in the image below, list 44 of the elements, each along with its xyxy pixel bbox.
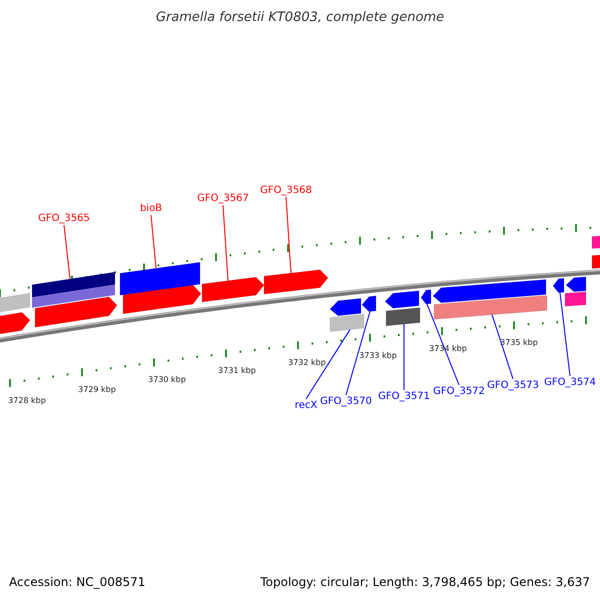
gene-feature xyxy=(120,262,200,296)
leader-line xyxy=(560,292,570,376)
gene-feature xyxy=(264,270,328,294)
gene-feature xyxy=(202,276,264,302)
gene-feature xyxy=(552,278,564,293)
leader-line xyxy=(492,314,514,380)
gene-feature xyxy=(566,276,586,292)
scale-label: 3732 kbp xyxy=(288,358,326,368)
accession-number: Accession: NC_008571 xyxy=(9,574,146,590)
genome-info: Topology: circular; Length: 3,798,465 bp; Genes: 3,637 xyxy=(260,574,590,590)
leader-line xyxy=(64,224,70,280)
title: Gramella forsetii KT0803, complete genome xyxy=(154,10,446,26)
gene-label: bioB xyxy=(136,202,166,215)
gene-label: GFO_3571 xyxy=(377,390,431,403)
gene-label: GFO_3570 xyxy=(319,395,373,408)
gene-feature xyxy=(592,254,600,269)
gene-feature xyxy=(386,307,420,326)
gene-feature xyxy=(0,312,30,336)
scale-label: 3728 kbp xyxy=(8,396,46,406)
gene-label: GFO_3574 xyxy=(543,376,597,389)
leader-line xyxy=(346,311,370,396)
gene-feature xyxy=(32,272,115,308)
gene-feature xyxy=(434,295,548,320)
gene-label: GFO_3572 xyxy=(432,385,486,398)
gene-label: GFO_3565 xyxy=(38,212,90,225)
gene-label: GFO_3568 xyxy=(259,184,313,197)
leader-line xyxy=(306,329,350,400)
leader-line xyxy=(222,204,228,282)
scale-label: 3733 kbp xyxy=(359,351,397,361)
leader-line xyxy=(150,214,156,269)
gene-label: GFO_3573 xyxy=(486,379,540,392)
gene-feature xyxy=(330,314,364,332)
leader-line xyxy=(426,304,460,386)
gene-feature xyxy=(564,292,586,306)
gene-label: recX xyxy=(293,399,319,412)
leader-line xyxy=(286,196,292,274)
gene-feature xyxy=(34,296,118,328)
scale-label: 3730 kbp xyxy=(148,375,186,385)
scale-label: 3729 kbp xyxy=(78,385,116,395)
gene-feature xyxy=(592,235,600,249)
gene-feature xyxy=(0,292,30,314)
scale-label: 3731 kbp xyxy=(218,366,256,376)
gene-label: GFO_3567 xyxy=(196,192,250,205)
gene-feature xyxy=(122,284,202,314)
